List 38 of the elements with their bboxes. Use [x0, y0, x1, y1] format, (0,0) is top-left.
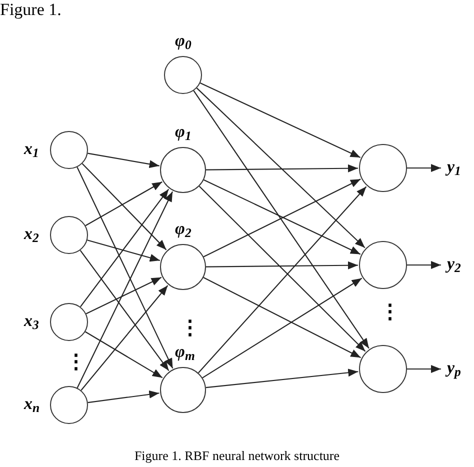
arrow	[80, 285, 168, 391]
neuron-label: x$_{2}$	[24, 225, 39, 242]
arrow	[85, 181, 162, 226]
arrow	[80, 188, 170, 308]
neuron-label: x$_{n}$	[24, 395, 40, 412]
arrow	[76, 191, 174, 388]
arrow	[196, 88, 366, 248]
neuron-label: φ$_{0}$	[175, 32, 192, 49]
arrow	[407, 365, 441, 373]
arrow	[206, 261, 358, 270]
figure-heading: Figure 1.	[0, 1, 62, 18]
ellipsis-mark: ⋮	[66, 352, 86, 372]
arrow	[87, 240, 160, 262]
arrow	[203, 276, 361, 358]
arrow	[76, 166, 174, 369]
arrow	[82, 163, 167, 250]
arrow	[80, 250, 170, 371]
caption: Figure 1. RBF neural network structure	[133, 447, 341, 465]
neuron-label: φ$_{2}$	[175, 220, 192, 237]
output-label: y$_{2}$	[447, 255, 461, 272]
arrow	[193, 90, 370, 349]
neuron-label: x$_{3}$	[24, 312, 39, 329]
neuron-label: φ$_{m}$	[175, 343, 195, 360]
arrow	[206, 164, 358, 172]
arrow	[202, 278, 362, 378]
arrow	[407, 164, 441, 172]
ellipsis-mark: ⋮	[180, 318, 200, 338]
neuron-label: x$_{1}$	[24, 140, 39, 157]
arrow	[407, 261, 441, 269]
arrow	[88, 390, 160, 404]
output-label: y$_{1}$	[447, 158, 461, 175]
ellipsis-mark: ⋮	[380, 302, 400, 322]
arrow	[200, 82, 361, 158]
arrow	[206, 368, 358, 388]
neuron-label: φ$_{1}$	[175, 123, 192, 140]
arrow	[85, 331, 163, 378]
arrow	[86, 276, 162, 314]
arrow	[88, 152, 160, 168]
